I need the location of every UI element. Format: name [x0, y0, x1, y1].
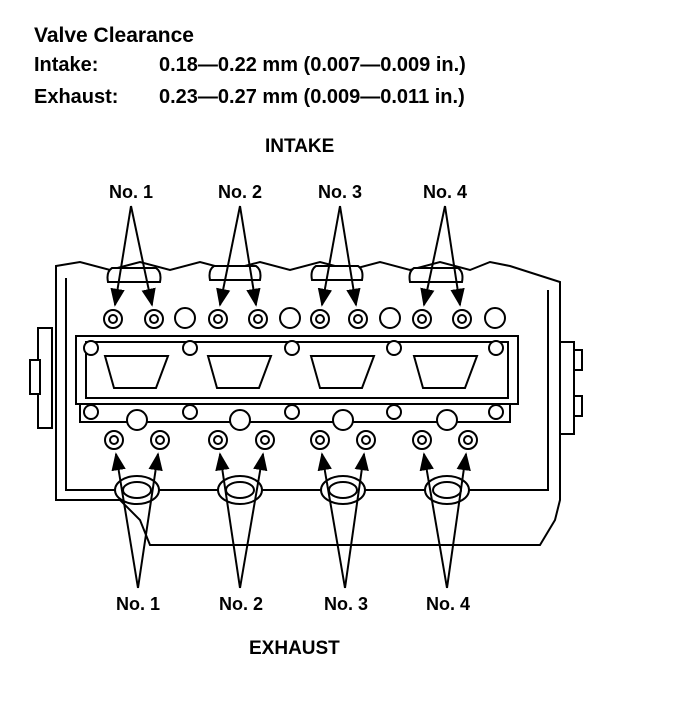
- exhaust-spec-row: Exhaust: 0.23—0.27 mm (0.009—0.011 in.): [34, 86, 465, 109]
- valve-clearance-title: Valve Clearance: [34, 24, 194, 47]
- exhaust-spec-label: Exhaust:: [34, 86, 119, 108]
- exhaust-ports: [114, 475, 470, 505]
- bearing-bolts: [83, 340, 504, 420]
- exhaust-spec-value: 0.23—0.27 mm (0.009—0.011 in.): [159, 86, 465, 108]
- side-bosses: [29, 327, 583, 435]
- exhaust-callout-no1: No. 1: [115, 594, 161, 614]
- exhaust-callout-no2: No. 2: [218, 594, 264, 614]
- intake-spec-row: Intake: 0.18—0.22 mm (0.007—0.009 in.): [34, 54, 466, 77]
- intake-callout-no3: No. 3: [317, 182, 363, 202]
- intake-adjusters: [103, 307, 506, 329]
- cam-lobe-windows: [103, 355, 479, 389]
- exhaust-adjusters: [104, 409, 478, 450]
- exhaust-callout-no4: No. 4: [425, 594, 471, 614]
- exhaust-callout-no3: No. 3: [323, 594, 369, 614]
- exhaust-heading: EXHAUST: [249, 638, 340, 659]
- intake-callout-no1: No. 1: [108, 182, 154, 202]
- intake-callout-no2: No. 2: [217, 182, 263, 202]
- intake-spec-value: 0.18—0.22 mm (0.007—0.009 in.): [159, 54, 466, 76]
- intake-spec-label: Intake:: [34, 54, 99, 76]
- head-outline: [55, 260, 561, 546]
- intake-callout-arrows: [110, 205, 465, 307]
- intake-heading: INTAKE: [265, 136, 335, 157]
- exhaust-callout-arrows: [111, 452, 471, 589]
- intake-callout-no4: No. 4: [422, 182, 468, 202]
